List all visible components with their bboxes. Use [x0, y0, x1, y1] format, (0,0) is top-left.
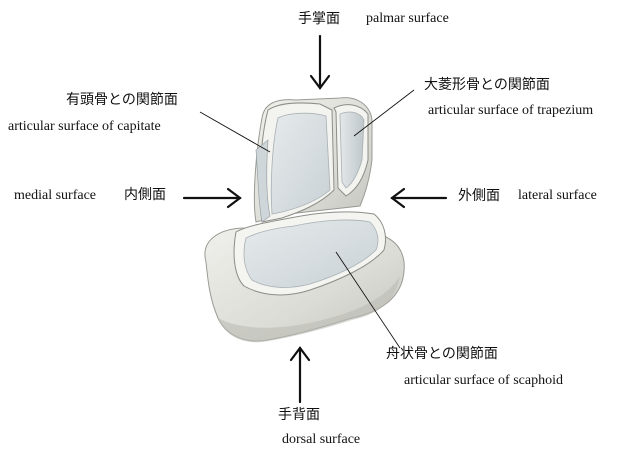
medial-label-en: medial surface — [14, 188, 97, 203]
capitate-label-jp: 有頭骨との関節面 — [66, 92, 178, 108]
lateral-label-jp: 外側面 — [458, 188, 500, 204]
trapezium-facet — [339, 111, 365, 189]
arrow-lateral-icon — [390, 187, 448, 209]
capitate-label-en: articular surface of capitate — [8, 119, 161, 134]
scaphoid-facet — [243, 219, 379, 288]
lateral-label-en: lateral surface — [518, 188, 597, 203]
medial-label-jp: 内側面 — [124, 187, 166, 203]
trapezium-label-en: articular surface of trapezium — [428, 103, 594, 118]
arrow-medial-icon — [182, 187, 242, 209]
arrow-dorsal-icon — [289, 346, 311, 404]
scaphoid-label-en: articular surface of scaphoid — [404, 373, 563, 388]
dorsal-label-en: dorsal surface — [282, 432, 361, 447]
capitate-facet — [270, 112, 331, 215]
dorsal-label-jp: 手背面 — [278, 407, 320, 423]
leader-trapezium — [353, 89, 415, 137]
scaphoid-label-jp: 舟状骨との関節面 — [386, 346, 498, 362]
trapezium-label-jp: 大菱形骨との関節面 — [424, 77, 550, 93]
arrow-palmar-icon — [309, 34, 331, 90]
leader-scaphoid — [335, 251, 401, 349]
leader-capitate — [199, 111, 271, 153]
palmar-label-jp: 手掌面 — [298, 11, 340, 27]
palmar-label-en: palmar surface — [366, 11, 449, 26]
